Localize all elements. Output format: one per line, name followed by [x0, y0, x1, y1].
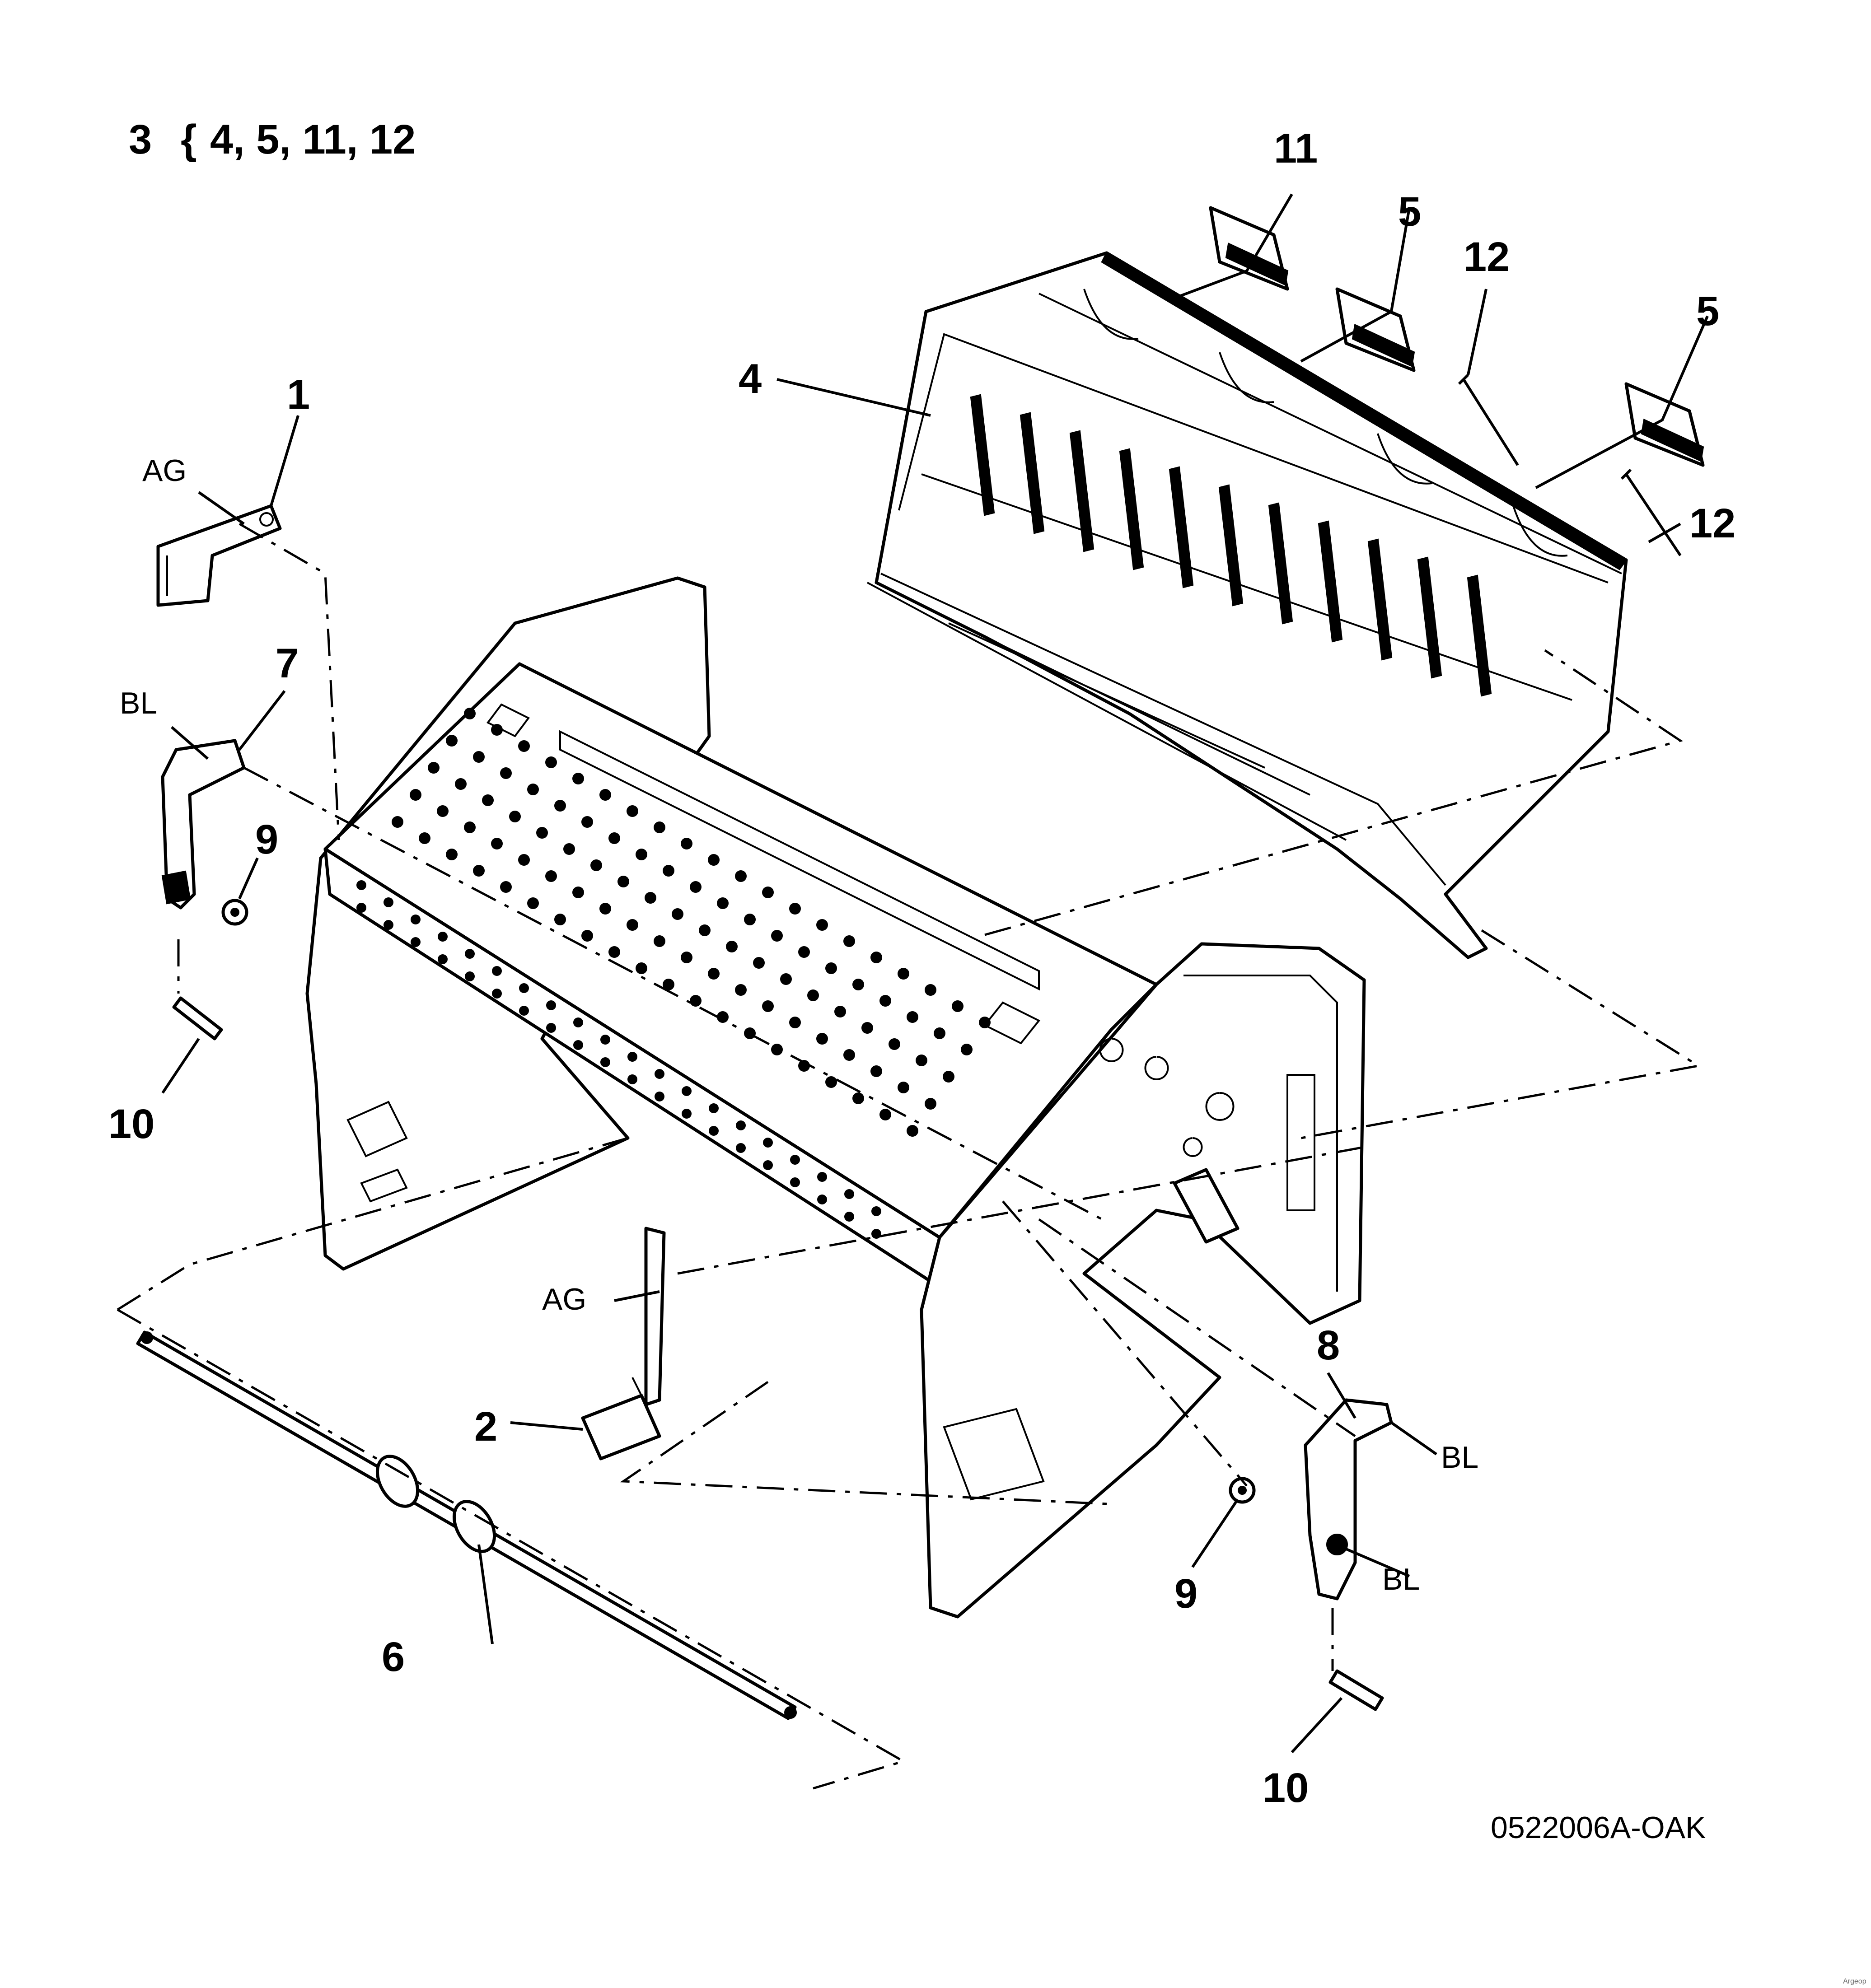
part-12a-spring: [1458, 373, 1519, 466]
part-10-right-pin: [1328, 1669, 1384, 1711]
part-10-left-pin: [172, 996, 223, 1041]
header-reference: 3 { 4, 5, 11, 12: [129, 117, 416, 163]
callout-10b: 10: [1263, 1765, 1309, 1811]
part-5a-guide: [1335, 287, 1416, 372]
callout-9a: 9: [255, 817, 278, 863]
callout-9b: 9: [1174, 1571, 1197, 1617]
callout-12b: 12: [1689, 500, 1735, 546]
frame-chassis: [305, 576, 1366, 1619]
tag-ag-mid: AG: [542, 1282, 586, 1316]
callout-8: 8: [1317, 1322, 1340, 1368]
watermark: Argeop: [1843, 1978, 1866, 1985]
part-7-left-bracket: [161, 739, 246, 994]
part-9-left-bushing: [221, 899, 248, 926]
callout-4: 4: [739, 356, 762, 402]
part-12b-spring: [1620, 468, 1682, 556]
callout-5b: 5: [1696, 288, 1719, 334]
chassis-perforations: [356, 708, 991, 1239]
callout-11: 11: [1274, 126, 1318, 172]
callout-5a: 5: [1398, 189, 1421, 235]
callout-10a: 10: [108, 1101, 154, 1147]
tag-bl-right-bottom: BL: [1382, 1562, 1420, 1596]
header-parent-ref: 3: [129, 117, 152, 163]
callout-6: 6: [382, 1634, 405, 1680]
leader-lines: [161, 193, 1709, 1754]
part-6-shaft: [136, 1330, 797, 1720]
callout-12a: 12: [1464, 234, 1510, 280]
callout-2: 2: [474, 1404, 497, 1450]
part-1-bracket: [156, 504, 282, 607]
tag-bl-right-top: BL: [1441, 1440, 1478, 1475]
tag-ag-top: AG: [142, 453, 187, 488]
part-2-switch: [581, 1227, 666, 1461]
header-brace: {: [181, 117, 197, 163]
figure-id: 0522006A-OAK: [1491, 1811, 1706, 1845]
part-11-guide: [1209, 206, 1289, 291]
part-8-right-bracket: [1304, 1398, 1393, 1671]
tags: AG AG BL BL BL: [120, 453, 1478, 1596]
tag-bl-left: BL: [120, 686, 157, 720]
part-9-right-bushing: [1229, 1477, 1256, 1504]
assembly-lines: [117, 523, 1702, 1790]
part-5b-guide: [1624, 382, 1705, 467]
header-children: 4, 5, 11, 12: [210, 117, 416, 163]
callout-7: 7: [276, 640, 299, 686]
callout-1: 1: [287, 372, 310, 418]
part-4-paper-guide: [867, 251, 1628, 959]
callouts: 1 2 4 5 5 6 7 8 9 9 10 10 11 12 12: [108, 126, 1735, 1811]
